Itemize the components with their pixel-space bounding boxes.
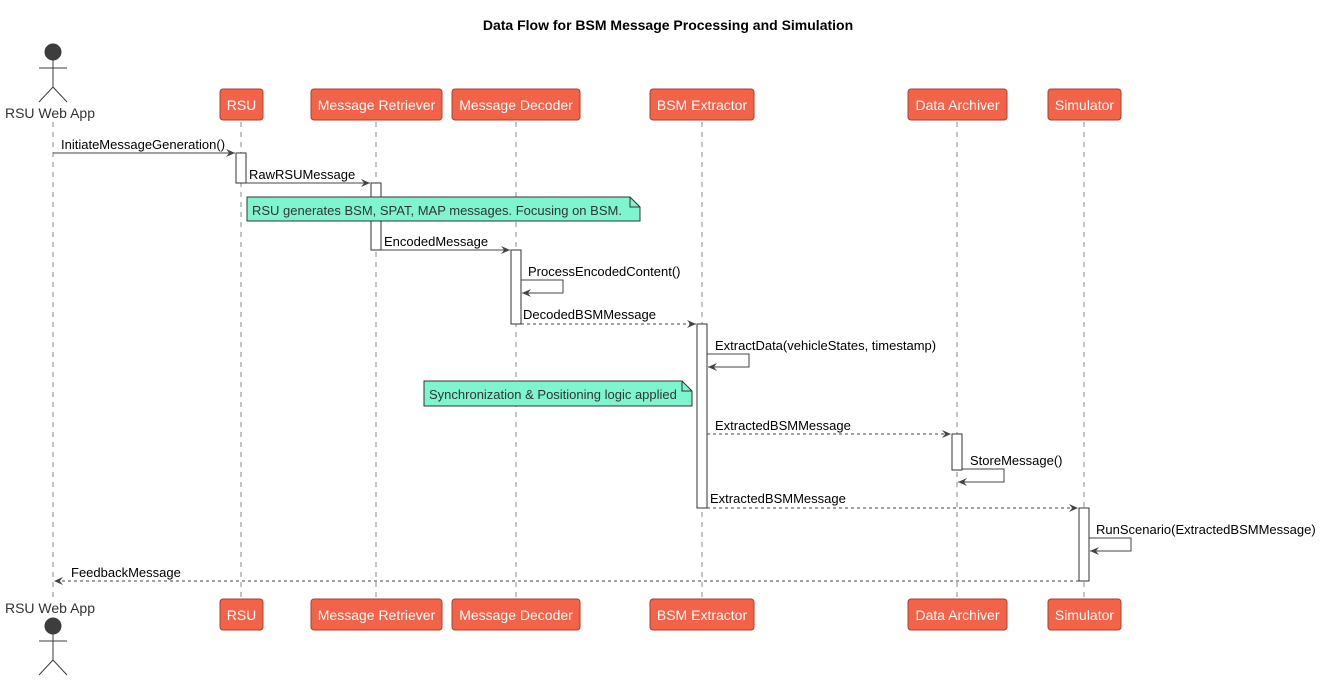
participant-label: Message Decoder bbox=[459, 607, 573, 623]
message-arrow bbox=[707, 353, 750, 372]
activation-rsu bbox=[235, 152, 247, 184]
diagram-title: Data Flow for BSM Message Processing and… bbox=[483, 17, 853, 33]
lifelines bbox=[52, 122, 1085, 598]
actor-top: RSU Web App bbox=[5, 43, 95, 121]
participants-top: RSU Message Retriever Message Decoder BS… bbox=[219, 88, 1122, 121]
participant-label: RSU bbox=[227, 97, 257, 113]
participant-retriever: Message Retriever bbox=[310, 88, 443, 121]
participant-label: BSM Extractor bbox=[657, 607, 748, 623]
participant-archiver: Data Archiver bbox=[907, 598, 1008, 631]
message-label: StoreMessage() bbox=[970, 453, 1062, 468]
message-arrow bbox=[521, 279, 564, 298]
note-synchronization: Synchronization & Positioning logic appl… bbox=[423, 380, 693, 407]
participants-bottom: RSU Message Retriever Message Decoder BS… bbox=[219, 598, 1122, 631]
message-arrow bbox=[1089, 537, 1132, 556]
note-text: Synchronization & Positioning logic appl… bbox=[429, 387, 677, 402]
activation-archiver bbox=[951, 433, 963, 471]
message-arrow bbox=[958, 468, 1005, 487]
stick-figure-icon bbox=[38, 617, 68, 676]
participant-label: Simulator bbox=[1055, 97, 1114, 113]
message-label: ProcessEncodedContent() bbox=[528, 264, 680, 279]
participant-extractor: BSM Extractor bbox=[649, 598, 755, 631]
participant-label: RSU bbox=[227, 607, 257, 623]
activation-simulator bbox=[1078, 507, 1090, 582]
participant-decoder: Message Decoder bbox=[451, 598, 581, 631]
participant-label: Message Retriever bbox=[318, 97, 436, 113]
participant-rsu: RSU bbox=[219, 88, 264, 121]
participant-decoder: Message Decoder bbox=[451, 88, 581, 121]
stick-figure-icon bbox=[38, 43, 68, 103]
participant-retriever: Message Retriever bbox=[310, 598, 443, 631]
participant-label: Message Decoder bbox=[459, 97, 573, 113]
message-label: RunScenario(ExtractedBSMMessage) bbox=[1096, 522, 1316, 537]
message-label: RawRSUMessage bbox=[249, 167, 355, 182]
participant-rsu: RSU bbox=[219, 598, 264, 631]
participant-label: BSM Extractor bbox=[657, 97, 748, 113]
activation-decoder bbox=[510, 249, 522, 325]
participant-label: Message Retriever bbox=[318, 607, 436, 623]
note-rsu-generates: RSU generates BSM, SPAT, MAP messages. F… bbox=[246, 196, 641, 222]
participant-label: Data Archiver bbox=[915, 607, 999, 623]
message-label: InitiateMessageGeneration() bbox=[61, 137, 225, 152]
participant-extractor: BSM Extractor bbox=[649, 88, 755, 121]
messages bbox=[53, 148, 1132, 586]
participant-simulator: Simulator bbox=[1047, 88, 1122, 121]
actor-name-bottom: RSU Web App bbox=[5, 600, 95, 616]
message-label: EncodedMessage bbox=[384, 234, 488, 249]
message-labels: InitiateMessageGeneration() RawRSUMessag… bbox=[61, 137, 1316, 580]
actor-name-top: RSU Web App bbox=[5, 105, 95, 121]
participant-label: Data Archiver bbox=[915, 97, 999, 113]
participant-archiver: Data Archiver bbox=[907, 88, 1008, 121]
participant-simulator: Simulator bbox=[1047, 598, 1122, 631]
message-label: ExtractData(vehicleStates, timestamp) bbox=[715, 338, 936, 353]
message-label: ExtractedBSMMessage bbox=[710, 491, 846, 506]
message-label: ExtractedBSMMessage bbox=[715, 418, 851, 433]
message-label: DecodedBSMMessage bbox=[523, 307, 656, 322]
activation-extractor bbox=[696, 323, 708, 509]
note-text: RSU generates BSM, SPAT, MAP messages. F… bbox=[252, 203, 622, 218]
message-label: FeedbackMessage bbox=[71, 565, 181, 580]
participant-label: Simulator bbox=[1055, 607, 1114, 623]
actor-bottom: RSU Web App bbox=[5, 600, 95, 676]
